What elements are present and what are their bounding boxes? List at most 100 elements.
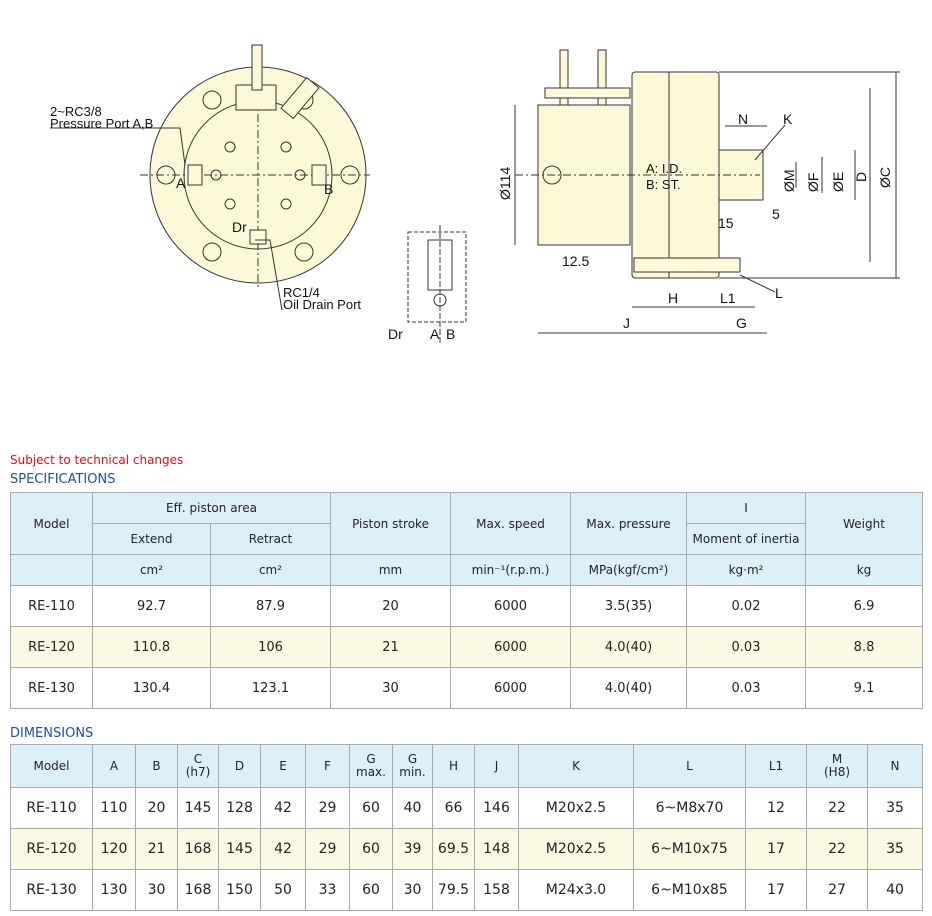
header-cell: J (474, 744, 519, 788)
header-cell: H (432, 744, 475, 788)
header-label: H (448, 758, 459, 773)
value-cell: 60 (349, 828, 393, 870)
value-cell: 128 (218, 787, 261, 829)
value-cell: 92.7 (92, 585, 211, 627)
value-cell: 6.9 (805, 585, 924, 627)
value-cell: 6~M10x85 (633, 869, 746, 911)
header-i: I (686, 492, 807, 524)
value-cell: 20 (330, 585, 452, 627)
dimensions-title: DIMENSIONS (10, 726, 94, 741)
header-label: L1 (768, 758, 784, 773)
svg-text:J: J (623, 315, 630, 331)
unit: kg (805, 554, 924, 586)
svg-text:A: I.D.: A: I.D. (646, 161, 682, 176)
value-cell: 0.03 (686, 626, 807, 668)
value-cell: 42 (260, 787, 306, 829)
header-label: A (109, 758, 119, 773)
model-cell: RE-130 (10, 869, 93, 911)
value-cell: 110.8 (92, 626, 211, 668)
value-cell: 39 (392, 828, 433, 870)
front-view (50, 44, 370, 311)
header-cell: D (218, 744, 261, 788)
value-cell: 12 (745, 787, 807, 829)
value-cell: 6000 (450, 585, 572, 627)
value-cell: 22 (806, 828, 868, 870)
svg-text:B: ST.: B: ST. (646, 177, 681, 192)
svg-text:Oil Drain Port: Oil Drain Port (283, 297, 361, 312)
header-cell: N (867, 744, 923, 788)
value-cell: 6000 (450, 626, 572, 668)
technical-drawing: 2~RC3/8 Pressure Port A,B A B Dr RC1/4 O… (50, 44, 900, 345)
value-cell: 30 (330, 667, 452, 709)
header-label: B (152, 758, 161, 773)
svg-text:B: B (446, 326, 455, 342)
header-label: Model (33, 758, 70, 773)
header-retract: Retract (209, 523, 332, 555)
svg-text:12.5: 12.5 (562, 253, 589, 269)
side-view (514, 49, 900, 334)
header-cell: L (633, 744, 746, 788)
value-cell: 106 (209, 626, 332, 668)
header-cell: C(h7) (177, 744, 219, 788)
value-cell: 33 (305, 869, 350, 911)
model-cell: RE-120 (10, 626, 93, 668)
value-cell: 8.8 (805, 626, 924, 668)
svg-text:ØE: ØE (830, 172, 846, 192)
value-cell: 123.1 (209, 667, 332, 709)
value-cell: 30 (392, 869, 433, 911)
header-cell: A (92, 744, 136, 788)
header-pressure: Max. pressure (570, 492, 688, 555)
svg-text:ØM: ØM (781, 169, 797, 192)
svg-text:H: H (668, 290, 678, 306)
value-cell: 29 (305, 828, 350, 870)
value-cell: 69.5 (432, 828, 475, 870)
value-cell: 21 (330, 626, 452, 668)
value-cell: 148 (474, 828, 519, 870)
header-inertia: Moment of inertia (686, 523, 807, 555)
value-cell: 4.0(40) (570, 667, 688, 709)
value-cell: 3.5(35) (570, 585, 688, 627)
value-cell: 168 (177, 869, 219, 911)
header-label: D (234, 758, 245, 773)
value-cell: 9.1 (805, 667, 924, 709)
header-label: K (572, 758, 580, 773)
value-cell: M24x3.0 (518, 869, 634, 911)
header-cell: K (518, 744, 634, 788)
value-cell: 21 (135, 828, 178, 870)
unit: mm (330, 554, 452, 586)
value-cell: 40 (392, 787, 433, 829)
unit: MPa(kgf/cm²) (570, 554, 688, 586)
header-cell: B (135, 744, 178, 788)
value-cell: 4.0(40) (570, 626, 688, 668)
value-cell: 6~M8x70 (633, 787, 746, 829)
header-sublabel: (H8) (823, 765, 851, 779)
svg-text:L: L (775, 285, 783, 301)
value-cell: 66 (432, 787, 475, 829)
header-label: N (890, 758, 900, 773)
model-cell: RE-130 (10, 667, 93, 709)
units-blank (10, 554, 93, 586)
model-cell: RE-120 (10, 828, 93, 870)
svg-text:Ø114: Ø114 (497, 167, 513, 200)
specifications-title: SPECIFICATIONS (10, 472, 116, 487)
header-speed: Max. speed (450, 492, 572, 555)
value-cell: 17 (745, 828, 807, 870)
svg-text:D: D (853, 172, 869, 182)
value-cell: 35 (867, 828, 923, 870)
header-label: C (193, 752, 203, 766)
header-stroke: Piston stroke (330, 492, 452, 555)
value-cell: 120 (92, 828, 136, 870)
value-cell: 29 (305, 787, 350, 829)
value-cell: 130 (92, 869, 136, 911)
header-label: J (494, 758, 499, 773)
value-cell: 60 (349, 869, 393, 911)
svg-text:5: 5 (772, 206, 780, 222)
svg-text:RC1/4: RC1/4 (283, 285, 320, 300)
value-cell: 40 (867, 869, 923, 911)
value-cell: 6~M10x75 (633, 828, 746, 870)
